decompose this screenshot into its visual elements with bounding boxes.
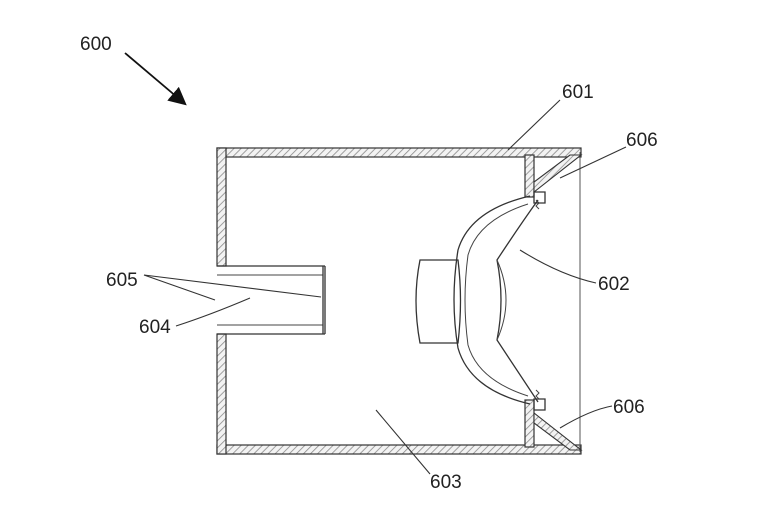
label-601: 601 <box>562 82 594 103</box>
label-603: 603 <box>430 472 462 493</box>
label-606-top: 606 <box>626 130 658 151</box>
driver <box>415 191 546 411</box>
label-600: 600 <box>80 34 112 55</box>
label-604: 604 <box>139 317 171 338</box>
enclosure <box>216 147 582 455</box>
port-tube <box>217 265 326 335</box>
label-606-bottom: 606 <box>613 397 645 418</box>
arrow-600 <box>124 52 187 106</box>
label-602: 602 <box>598 274 630 295</box>
label-605: 605 <box>106 270 138 291</box>
mount-wedges <box>533 154 583 451</box>
leader-lines <box>143 99 627 475</box>
